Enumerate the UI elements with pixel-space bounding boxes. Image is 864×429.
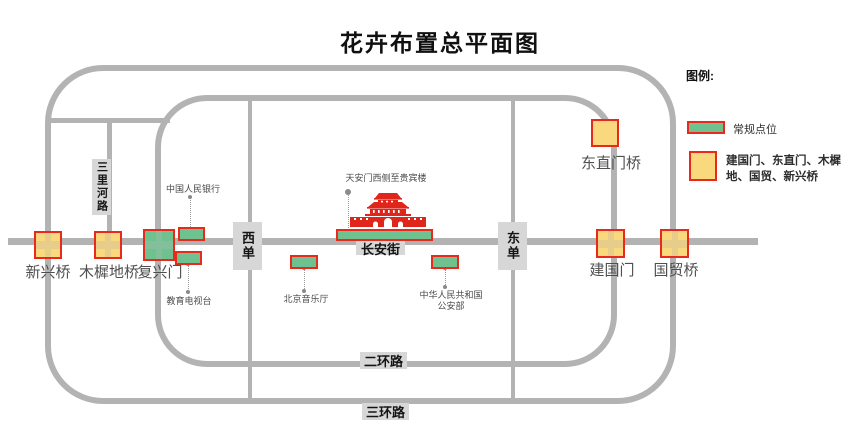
leader-dot [345,189,351,195]
leader-line [190,198,191,227]
legend-special-swatch [689,151,717,181]
concert-hall-label: 北京音乐厅 [283,294,329,304]
road-cross [105,233,111,257]
third-ring-label: 三环路 [362,403,409,420]
sanlihe-road-label: 三里河路 [92,159,111,215]
fuxingmen-label: 复兴门 [137,264,183,281]
fuxingmen-marker [143,229,175,261]
leader-line [445,269,446,287]
xinxing-bridge-label: 新兴桥 [25,264,71,281]
road-cross [45,233,51,257]
road-cross [671,231,678,256]
leader-line [188,265,189,293]
public-security-point [431,255,459,269]
dongdan-road-label: 东单 [498,222,527,270]
education-tv-label: 教育电视台 [166,296,212,306]
dongzhimen-bridge-label: 东直门桥 [580,155,641,172]
leader-dot [188,195,192,199]
road-cross [607,231,614,256]
leader-dot [186,290,190,294]
concert-hall-point [290,255,318,269]
jianguomen-label: 建国门 [589,262,635,279]
leader-dot [443,285,447,289]
second-ring-label: 二环路 [360,352,407,369]
public-security-label-line2: 公安部 [437,301,465,311]
jianguomen-marker [596,229,625,258]
legend-heading: 图例: [686,69,714,83]
peoples-bank-label: 中国人民银行 [165,184,220,194]
guomao-bridge-label: 国贸桥 [653,262,699,279]
road-cross [156,231,162,259]
peoples-bank-point [178,227,205,241]
leader-dot [302,289,306,293]
tiananmen-west-strip-label: 天安门西侧至贵宾楼 [345,173,427,183]
tiananmen-illustration [345,190,431,230]
leader-line [348,193,349,230]
muxidi-bridge-marker [94,231,122,259]
guomao-bridge-marker [660,229,689,258]
legend-regular-label: 常规点位 [733,124,777,136]
public-security-label: 中华人民共和国 公安部 [413,290,489,312]
page-title: 花卉布置总平面图 [340,30,540,57]
legend-regular-swatch [687,121,725,134]
muxidi-bridge-label: 木樨地桥 [78,264,139,281]
legend-special-label: 建国门、东直门、木樨地、国贸、新兴桥 [726,155,841,183]
leader-line [304,269,305,291]
public-security-label-line1: 中华人民共和国 [419,290,483,300]
changan-street-label: 长安街 [356,241,405,257]
xinxing-bridge-marker [34,231,62,259]
xidan-road-label: 西单 [233,222,262,270]
education-tv-point [175,251,202,265]
dongzhimen-bridge-marker [591,119,619,147]
tiananmen-west-strip-point [336,229,433,241]
